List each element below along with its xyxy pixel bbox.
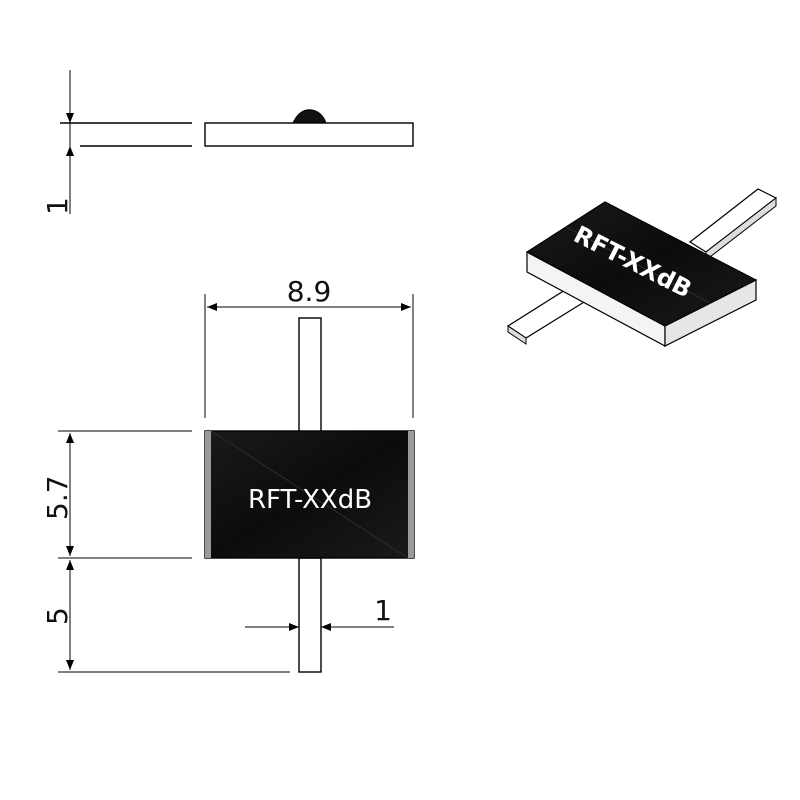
side-view bbox=[60, 109, 414, 147]
dim-thickness: 1 bbox=[41, 70, 74, 215]
top-body-end-left bbox=[205, 431, 211, 558]
dim-lead-width: 1 bbox=[245, 594, 394, 631]
top-body-end-right bbox=[408, 431, 414, 558]
iso-body-top bbox=[525, 201, 758, 327]
top-lead-lower bbox=[298, 557, 322, 673]
dim-body-height-label: 5.7 bbox=[41, 475, 74, 520]
top-part-label: RFT-XXdB bbox=[248, 485, 372, 515]
dim-lead-length-label: 5 bbox=[41, 607, 74, 625]
dim-body-width: 8.9 bbox=[204, 275, 414, 418]
dim-width-label: 8.9 bbox=[287, 275, 332, 308]
iso-lead-front-side bbox=[507, 325, 527, 345]
iso-lead-back-top bbox=[688, 188, 778, 253]
isometric-view: RFT-XXdB bbox=[506, 188, 778, 348]
side-element-bump bbox=[292, 109, 327, 124]
top-view: RFT-XXdB bbox=[204, 317, 415, 673]
dim-thickness-label: 1 bbox=[41, 197, 74, 215]
top-body-sheen bbox=[210, 430, 409, 559]
dim-vertical: 5.7 5 bbox=[41, 430, 290, 673]
top-lead-upper bbox=[298, 317, 322, 433]
dim-lead-width-label: 1 bbox=[374, 594, 392, 627]
side-body bbox=[204, 122, 414, 147]
iso-body-sheen bbox=[565, 226, 711, 304]
